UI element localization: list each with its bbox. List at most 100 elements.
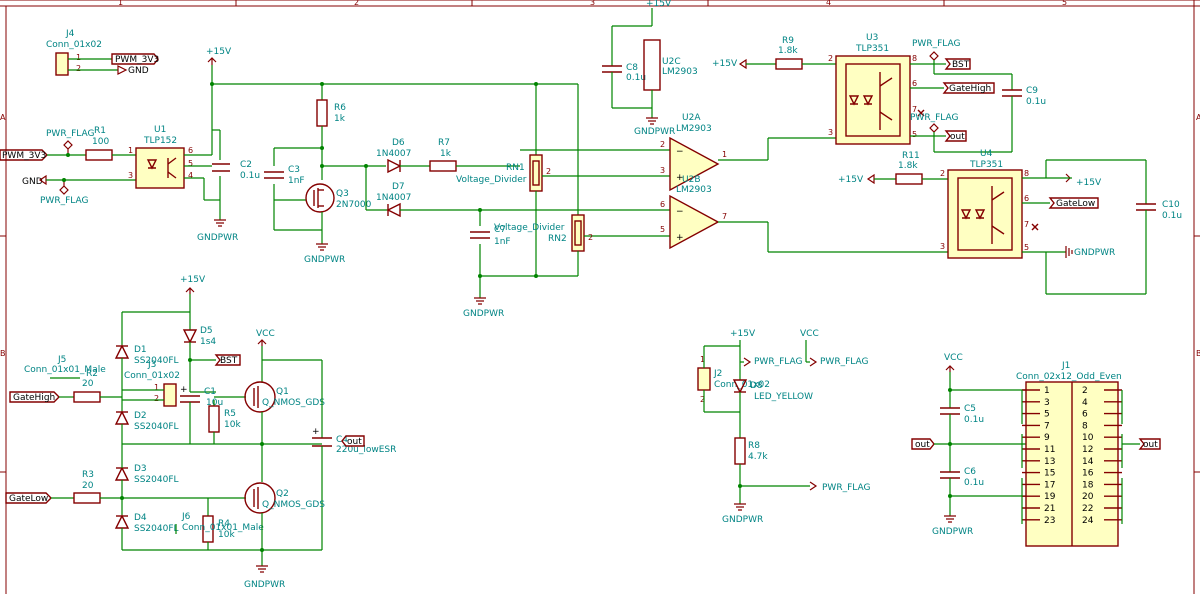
resistor-r1[interactable] [85,149,113,161]
rn1-value: Voltage_Divider [456,175,527,185]
diode-d1[interactable] [114,344,130,359]
u1-ref: U1 [154,125,166,135]
j1-pin-17: 17 [1044,480,1055,490]
u3-pin8: 8 [912,54,917,63]
j1-pin-6: 6 [1082,410,1088,420]
gndpwr-8-label: GNDPWR [932,527,973,537]
net-tag-out-4[interactable] [1138,438,1161,450]
d5-value: 1s4 [200,337,216,347]
d7-ref: D7 [392,182,405,192]
mosfet-q3[interactable] [305,183,335,213]
connector-j3[interactable] [163,383,177,407]
plus15v-4-label: +15V [838,175,864,185]
connector-j4[interactable]: J4 Conn_01x02 1 2 PWM_3V3 GND [46,29,159,76]
c10-ref: C10 [1162,200,1180,210]
connector-j2[interactable] [697,367,711,391]
u1-pin4: 4 [188,171,193,180]
r1-value: 100 [92,137,109,147]
frame-row-a-right: A [1196,113,1200,122]
optocoupler-u1[interactable] [135,147,185,189]
j1-pin-5: 5 [1044,410,1050,420]
optocoupler-u3[interactable] [835,55,911,145]
net-tag-gatehigh-2[interactable] [9,391,60,403]
gndpwr-2-label: GNDPWR [304,255,345,265]
c1-ref: C1 [204,387,216,397]
net-tag-out-1[interactable] [944,130,967,142]
frame-col-1: 1 [118,0,123,7]
j2-pin2: 2 [700,395,705,404]
status-led: 1 2 J2 Conn_01x02 +15V PWR_FLAG VCC PWR_… [697,329,870,525]
q3-value: 2N7000 [336,200,372,210]
c6-ref: C6 [964,467,976,477]
u3-ref: U3 [866,33,878,43]
tag-gatelow-2-label: GateLow [9,494,48,504]
u4-pin6: 6 [1024,194,1029,203]
j1-pin-8: 8 [1082,421,1088,431]
comparator-u2b[interactable] [669,194,720,250]
j4-pin2: 2 [76,64,81,73]
q3-ref: Q3 [336,189,349,199]
u2a-pin2: 2 [660,140,665,149]
r8-ref: R8 [748,441,760,451]
resistor-r11[interactable] [895,173,923,185]
diode-d2[interactable] [114,410,130,425]
frame-col-5: 5 [1062,0,1067,7]
net-tag-gatehigh-1[interactable] [942,82,995,94]
d1-ref: D1 [134,345,147,355]
resistor-r5[interactable] [208,405,220,433]
comparator-u2a[interactable] [669,136,720,192]
diode-d5[interactable] [182,329,198,344]
net-tag-bst-1[interactable] [944,58,971,70]
u1-value: TLP152 [143,136,177,146]
u1-pin3: 3 [128,171,133,180]
resistor-r6[interactable] [316,99,328,127]
net-tag-gatelow-2[interactable] [5,492,52,504]
net-tag-pwm3v3[interactable] [0,149,48,161]
resistor-r2[interactable] [73,391,101,403]
pwr-flag-6-label: PWR_FLAG [820,357,868,367]
j1-pin-4: 4 [1082,398,1088,408]
j1-pin-21: 21 [1044,504,1055,514]
j1-pin-1: 1 [1044,386,1050,396]
resistor-r3[interactable] [73,492,101,504]
net-tag-out-3[interactable] [911,438,935,450]
resistor-r9[interactable] [775,58,803,70]
net-tag-pwm3v3-j4[interactable] [111,53,159,65]
r5-ref: R5 [224,409,236,419]
u2b-pin7: 7 [722,212,727,221]
resistor-r7[interactable] [429,160,457,172]
j6-ref: J6 [181,512,191,522]
resistor-r8[interactable] [734,437,746,465]
net-tag-out-2[interactable] [341,435,365,447]
j1-pin-15: 15 [1044,469,1055,479]
j3-value: Conn_01x02 [124,371,180,381]
rn2-pin2: 2 [588,233,593,242]
diode-d3[interactable] [114,466,130,481]
frame-col-3: 3 [590,0,595,7]
u3-value: TLP351 [855,44,889,54]
u2b-pin6: 6 [660,200,665,209]
plus15v-5-label: +15V [1076,178,1102,188]
j5-value: Conn_01x01_Male [24,365,106,375]
r9-value: 1.8k [778,46,798,56]
j1-pin-16: 16 [1082,469,1094,479]
net-tag-gatelow-1[interactable] [1048,197,1099,209]
j1-pin-20: 20 [1082,492,1094,502]
mosfet-q2[interactable] [244,482,276,514]
c3-ref: C3 [288,165,300,175]
led-d8[interactable] [732,379,748,394]
c9-value: 0.1u [1026,97,1046,107]
optocoupler-u4[interactable] [947,169,1023,259]
mosfet-q1[interactable] [244,381,276,413]
j3-pin2: 2 [154,394,159,403]
diode-d4[interactable] [114,514,130,529]
vcc-3-label: VCC [944,353,963,363]
j1-value: Conn_02x12_Odd_Even [1016,372,1122,382]
diode-d6[interactable] [387,158,402,174]
gndpwr-3-label: GNDPWR [463,309,504,319]
tag-gatehigh-1-label: GateHigh [949,84,991,94]
comparator-u2c[interactable] [643,39,661,91]
diode-d7[interactable] [386,202,401,218]
net-tag-bst-2[interactable] [214,354,241,366]
